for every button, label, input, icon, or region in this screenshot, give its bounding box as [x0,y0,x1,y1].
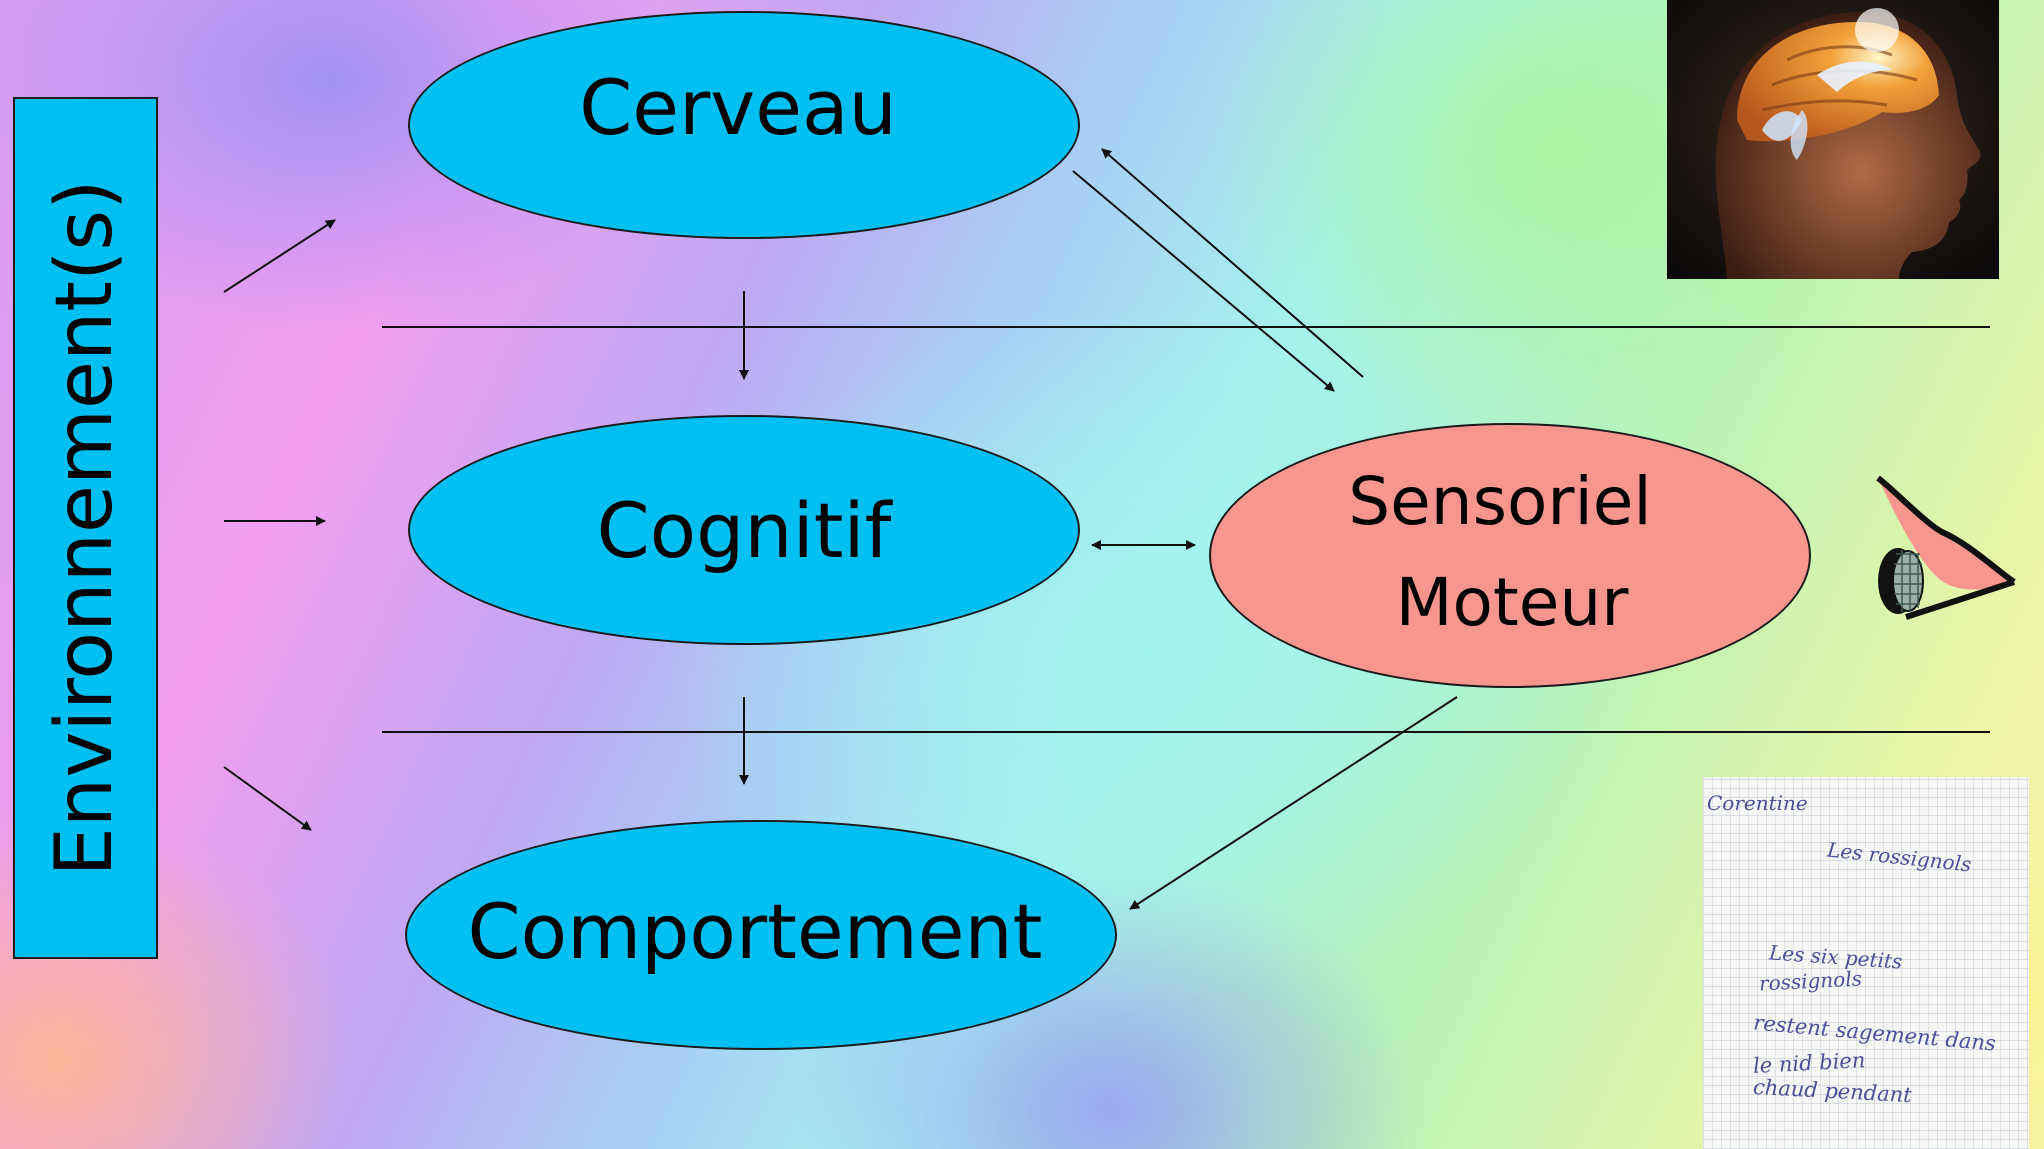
arrow-sensoriel-to-comportement [1129,696,1458,910]
node-comportement-label: Comportement [467,886,1043,976]
notebook-title: Les rossignols [1826,837,1973,877]
eye-icon [1876,475,2016,620]
brain-photo [1667,0,1999,279]
node-sensoriel-label: Sensoriel [1348,462,1652,540]
node-comportement: Comportement [405,820,1117,1050]
notebook-line-4: le nid bien [1752,1048,1866,1078]
arrow-sensoriel-to-cerveau [1101,148,1364,378]
notebook-line-5: chaud pendant [1752,1074,1913,1108]
node-moteur-label: Moteur [1395,563,1629,641]
notebook-name: Corentine [1707,791,1808,815]
notebook-line-2: rossignols [1758,966,1863,996]
node-cerveau-label: Cerveau [579,62,897,152]
notebook-photo: Corentine Les rossignols Les six petits … [1703,777,2029,1149]
node-cognitif-label: Cognitif [596,485,892,575]
node-cognitif: Cognitif [408,415,1080,645]
arrow-env-to-cerveau [223,219,336,293]
arrow-env-to-comportement [223,766,312,831]
environment-box [13,97,158,959]
node-cerveau: Cerveau [408,11,1080,239]
arrow-cerveau-to-sensoriel [1072,170,1335,392]
notebook-line-3: restent sagement dans [1752,1010,1997,1056]
node-sensoriel-moteur: Sensoriel Moteur [1209,423,1811,688]
